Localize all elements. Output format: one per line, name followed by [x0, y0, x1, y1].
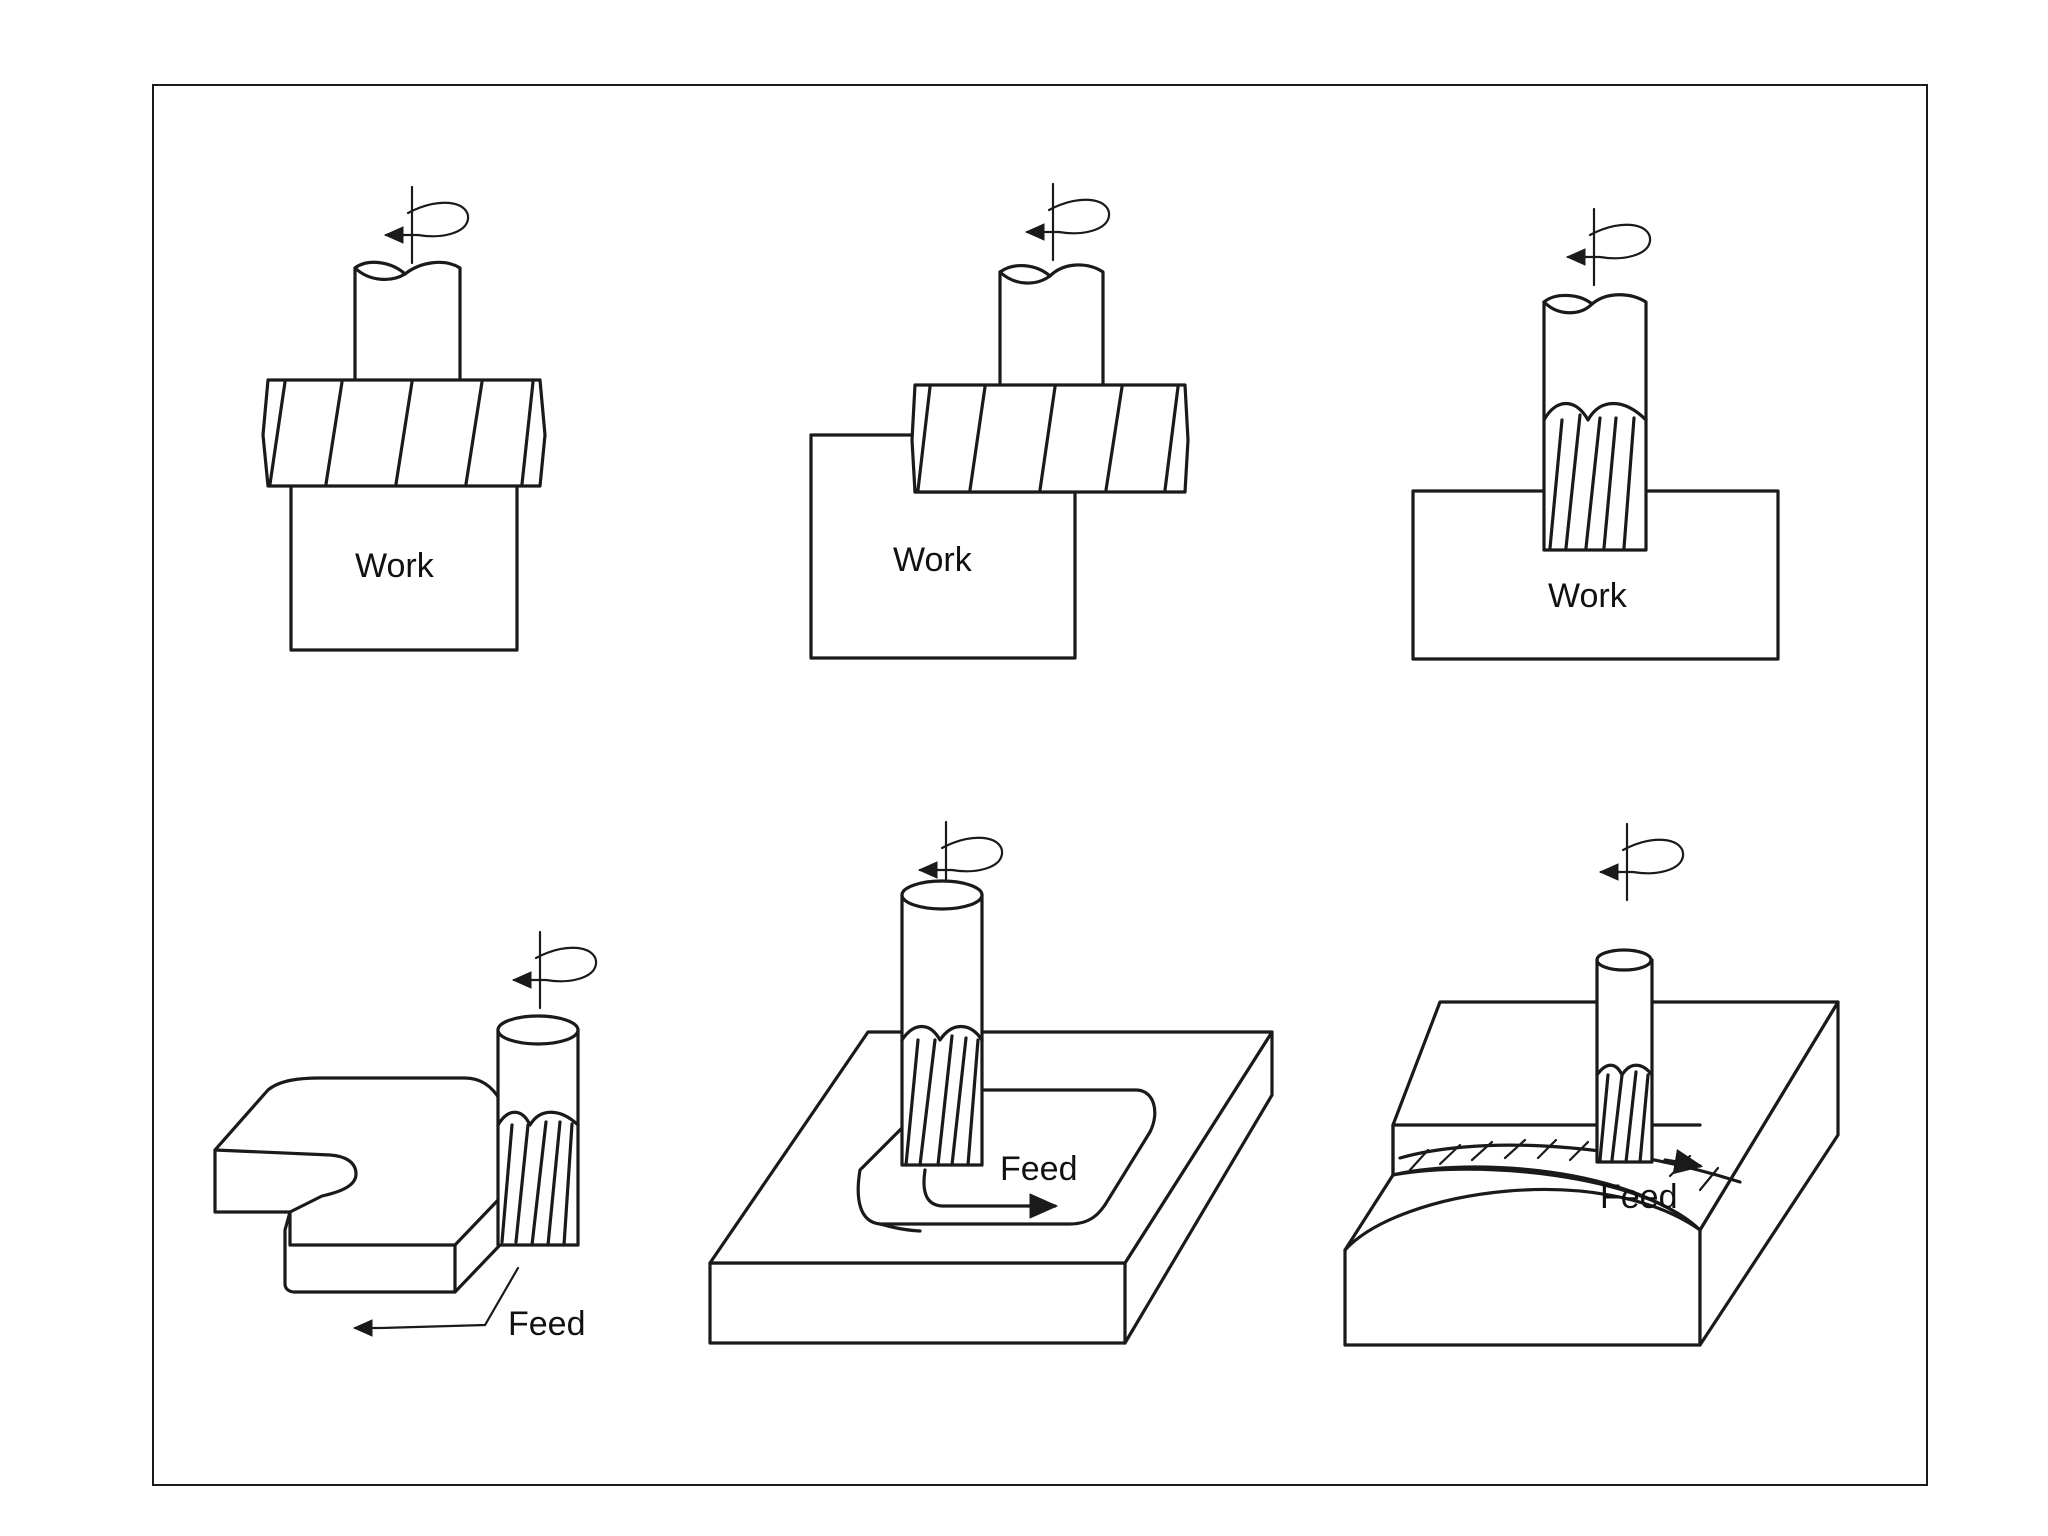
end-mill: [496, 1014, 580, 1247]
end-mill: [1542, 293, 1648, 552]
feed-arrow-icon: [922, 1168, 1030, 1208]
feed-label: Feed: [1600, 1178, 1678, 1216]
panel-side-milling: Work: [809, 184, 1190, 660]
panel-pocket-milling: Feed: [708, 822, 1274, 1345]
rotation-arrow-icon: [386, 187, 468, 263]
end-mill: [1595, 948, 1654, 1164]
side-cutter: [910, 383, 1190, 494]
panel-end-milling-slot: Work: [1411, 209, 1780, 661]
rotation-arrow-icon: [514, 932, 596, 1008]
feed-label: Feed: [508, 1305, 586, 1343]
panel-slab-milling: Work: [261, 187, 547, 652]
feed-label: Feed: [1000, 1150, 1078, 1188]
panel-contour-milling: Feed: [1343, 824, 1840, 1347]
rotation-arrow-icon: [1568, 209, 1650, 285]
figure-frame: [152, 84, 1928, 1486]
slab-cutter: [261, 378, 547, 488]
work-label: Work: [355, 547, 435, 585]
work-label: Work: [1548, 577, 1628, 615]
end-mill: [900, 879, 984, 1167]
arbor-shaft: [353, 260, 462, 387]
panel-profile-milling: Feed: [213, 932, 596, 1343]
rotation-arrow-icon: [1601, 824, 1683, 900]
profiled-work-block: [213, 1076, 502, 1294]
work-label: Work: [893, 541, 973, 579]
feed-arrow-icon: [378, 1266, 520, 1330]
arbor-shaft: [998, 263, 1105, 387]
rotation-arrow-icon: [1027, 184, 1109, 260]
curved-work-block: [1343, 1000, 1840, 1347]
feed-arrow-icon: [1663, 1149, 1704, 1175]
pocket-work-block: [708, 1030, 1274, 1345]
